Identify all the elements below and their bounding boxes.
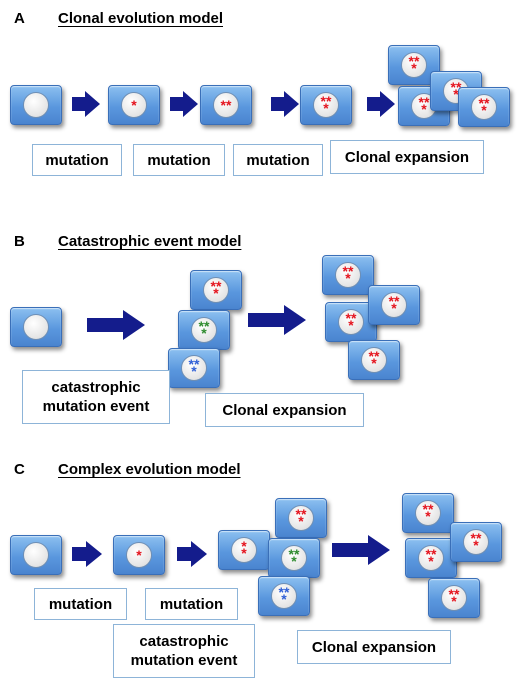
panel-a-title: Clonal evolution model <box>58 10 224 27</box>
clonal-expansion-label: Clonal expansion <box>297 630 451 664</box>
cell-three-mutations: *** <box>300 85 352 125</box>
nucleus: *** <box>313 92 339 118</box>
cell-catastrophic-red: *** <box>190 270 242 310</box>
nucleus: * <box>126 542 152 568</box>
clone-cell: *** <box>458 87 510 127</box>
nucleus: *** <box>335 262 361 288</box>
catastrophic-line-1: catastrophic <box>139 633 229 650</box>
clonal-expansion-label: Clonal expansion <box>330 140 484 174</box>
clone-cell: *** <box>322 255 374 295</box>
nucleus: * <box>121 92 147 118</box>
arrow-icon <box>72 91 100 117</box>
panel-a-letter: A <box>14 10 25 27</box>
nucleus: ** <box>213 92 239 118</box>
cell-catastrophic-red: *** <box>275 498 327 538</box>
panel-b-title: Catastrophic event model <box>58 233 242 250</box>
nucleus: *** <box>191 317 217 343</box>
cell-catastrophic-blue: *** <box>168 348 220 388</box>
nucleus: *** <box>471 94 497 120</box>
mutation-mark: * <box>323 100 329 116</box>
nucleus <box>23 92 49 118</box>
catastrophic-event-label: catastrophic mutation event <box>113 624 255 678</box>
nucleus: *** <box>203 277 229 303</box>
nucleus: *** <box>401 52 427 78</box>
arrow-icon <box>367 91 395 117</box>
nucleus: *** <box>271 583 297 609</box>
nucleus: ** <box>231 537 257 563</box>
nucleus: *** <box>418 545 444 571</box>
nucleus: *** <box>463 529 489 555</box>
panel-c-title: Complex evolution model <box>58 461 241 478</box>
clone-cell: *** <box>368 285 420 325</box>
cell-one-mutation: * <box>108 85 160 125</box>
arrow-icon <box>248 305 306 335</box>
nucleus: *** <box>281 545 307 571</box>
cell-normal <box>10 307 62 347</box>
arrow-icon <box>332 535 390 565</box>
arrow-icon <box>271 91 299 117</box>
mutation-mark: ** <box>220 96 232 113</box>
catastrophic-line-2: mutation event <box>130 652 238 669</box>
nucleus <box>23 542 49 568</box>
cell-normal <box>10 535 62 575</box>
mutation-label: mutation <box>145 588 238 620</box>
panel-b-letter: B <box>14 233 25 250</box>
cell-catastrophic-green: *** <box>268 538 320 578</box>
nucleus: *** <box>381 292 407 318</box>
catastrophic-event-label: catastrophic mutation event <box>22 370 170 424</box>
cell-pre-catastrophic: ** <box>218 530 270 570</box>
arrow-icon <box>72 541 102 567</box>
mutation-label: mutation <box>34 588 127 620</box>
clone-cell: *** <box>450 522 502 562</box>
clone-cell: *** <box>428 578 480 618</box>
nucleus: *** <box>338 309 364 335</box>
mutation-label: mutation <box>233 144 323 176</box>
nucleus: *** <box>288 505 314 531</box>
catastrophic-line-1: catastrophic <box>51 379 141 396</box>
nucleus: *** <box>361 347 387 373</box>
clone-cell: *** <box>405 538 457 578</box>
arrow-icon <box>87 310 145 340</box>
clonal-expansion-label: Clonal expansion <box>205 393 364 427</box>
cell-catastrophic-green: *** <box>178 310 230 350</box>
nucleus <box>23 314 49 340</box>
arrow-icon <box>170 91 198 117</box>
mutation-label: mutation <box>32 144 122 176</box>
cell-two-mutations: ** <box>200 85 252 125</box>
panel-c-letter: C <box>14 461 25 478</box>
nucleus: *** <box>415 500 441 526</box>
mutation-mark: ** <box>320 93 332 109</box>
clone-cell: *** <box>348 340 400 380</box>
mutation-label: mutation <box>133 144 225 176</box>
catastrophic-line-2: mutation event <box>42 398 150 415</box>
cell-normal <box>10 85 62 125</box>
mutation-mark: * <box>131 96 137 113</box>
arrow-icon <box>177 541 207 567</box>
clone-cell: *** <box>402 493 454 533</box>
cell-one-mutation: * <box>113 535 165 575</box>
nucleus: *** <box>441 585 467 611</box>
nucleus: *** <box>181 355 207 381</box>
cell-catastrophic-blue: *** <box>258 576 310 616</box>
